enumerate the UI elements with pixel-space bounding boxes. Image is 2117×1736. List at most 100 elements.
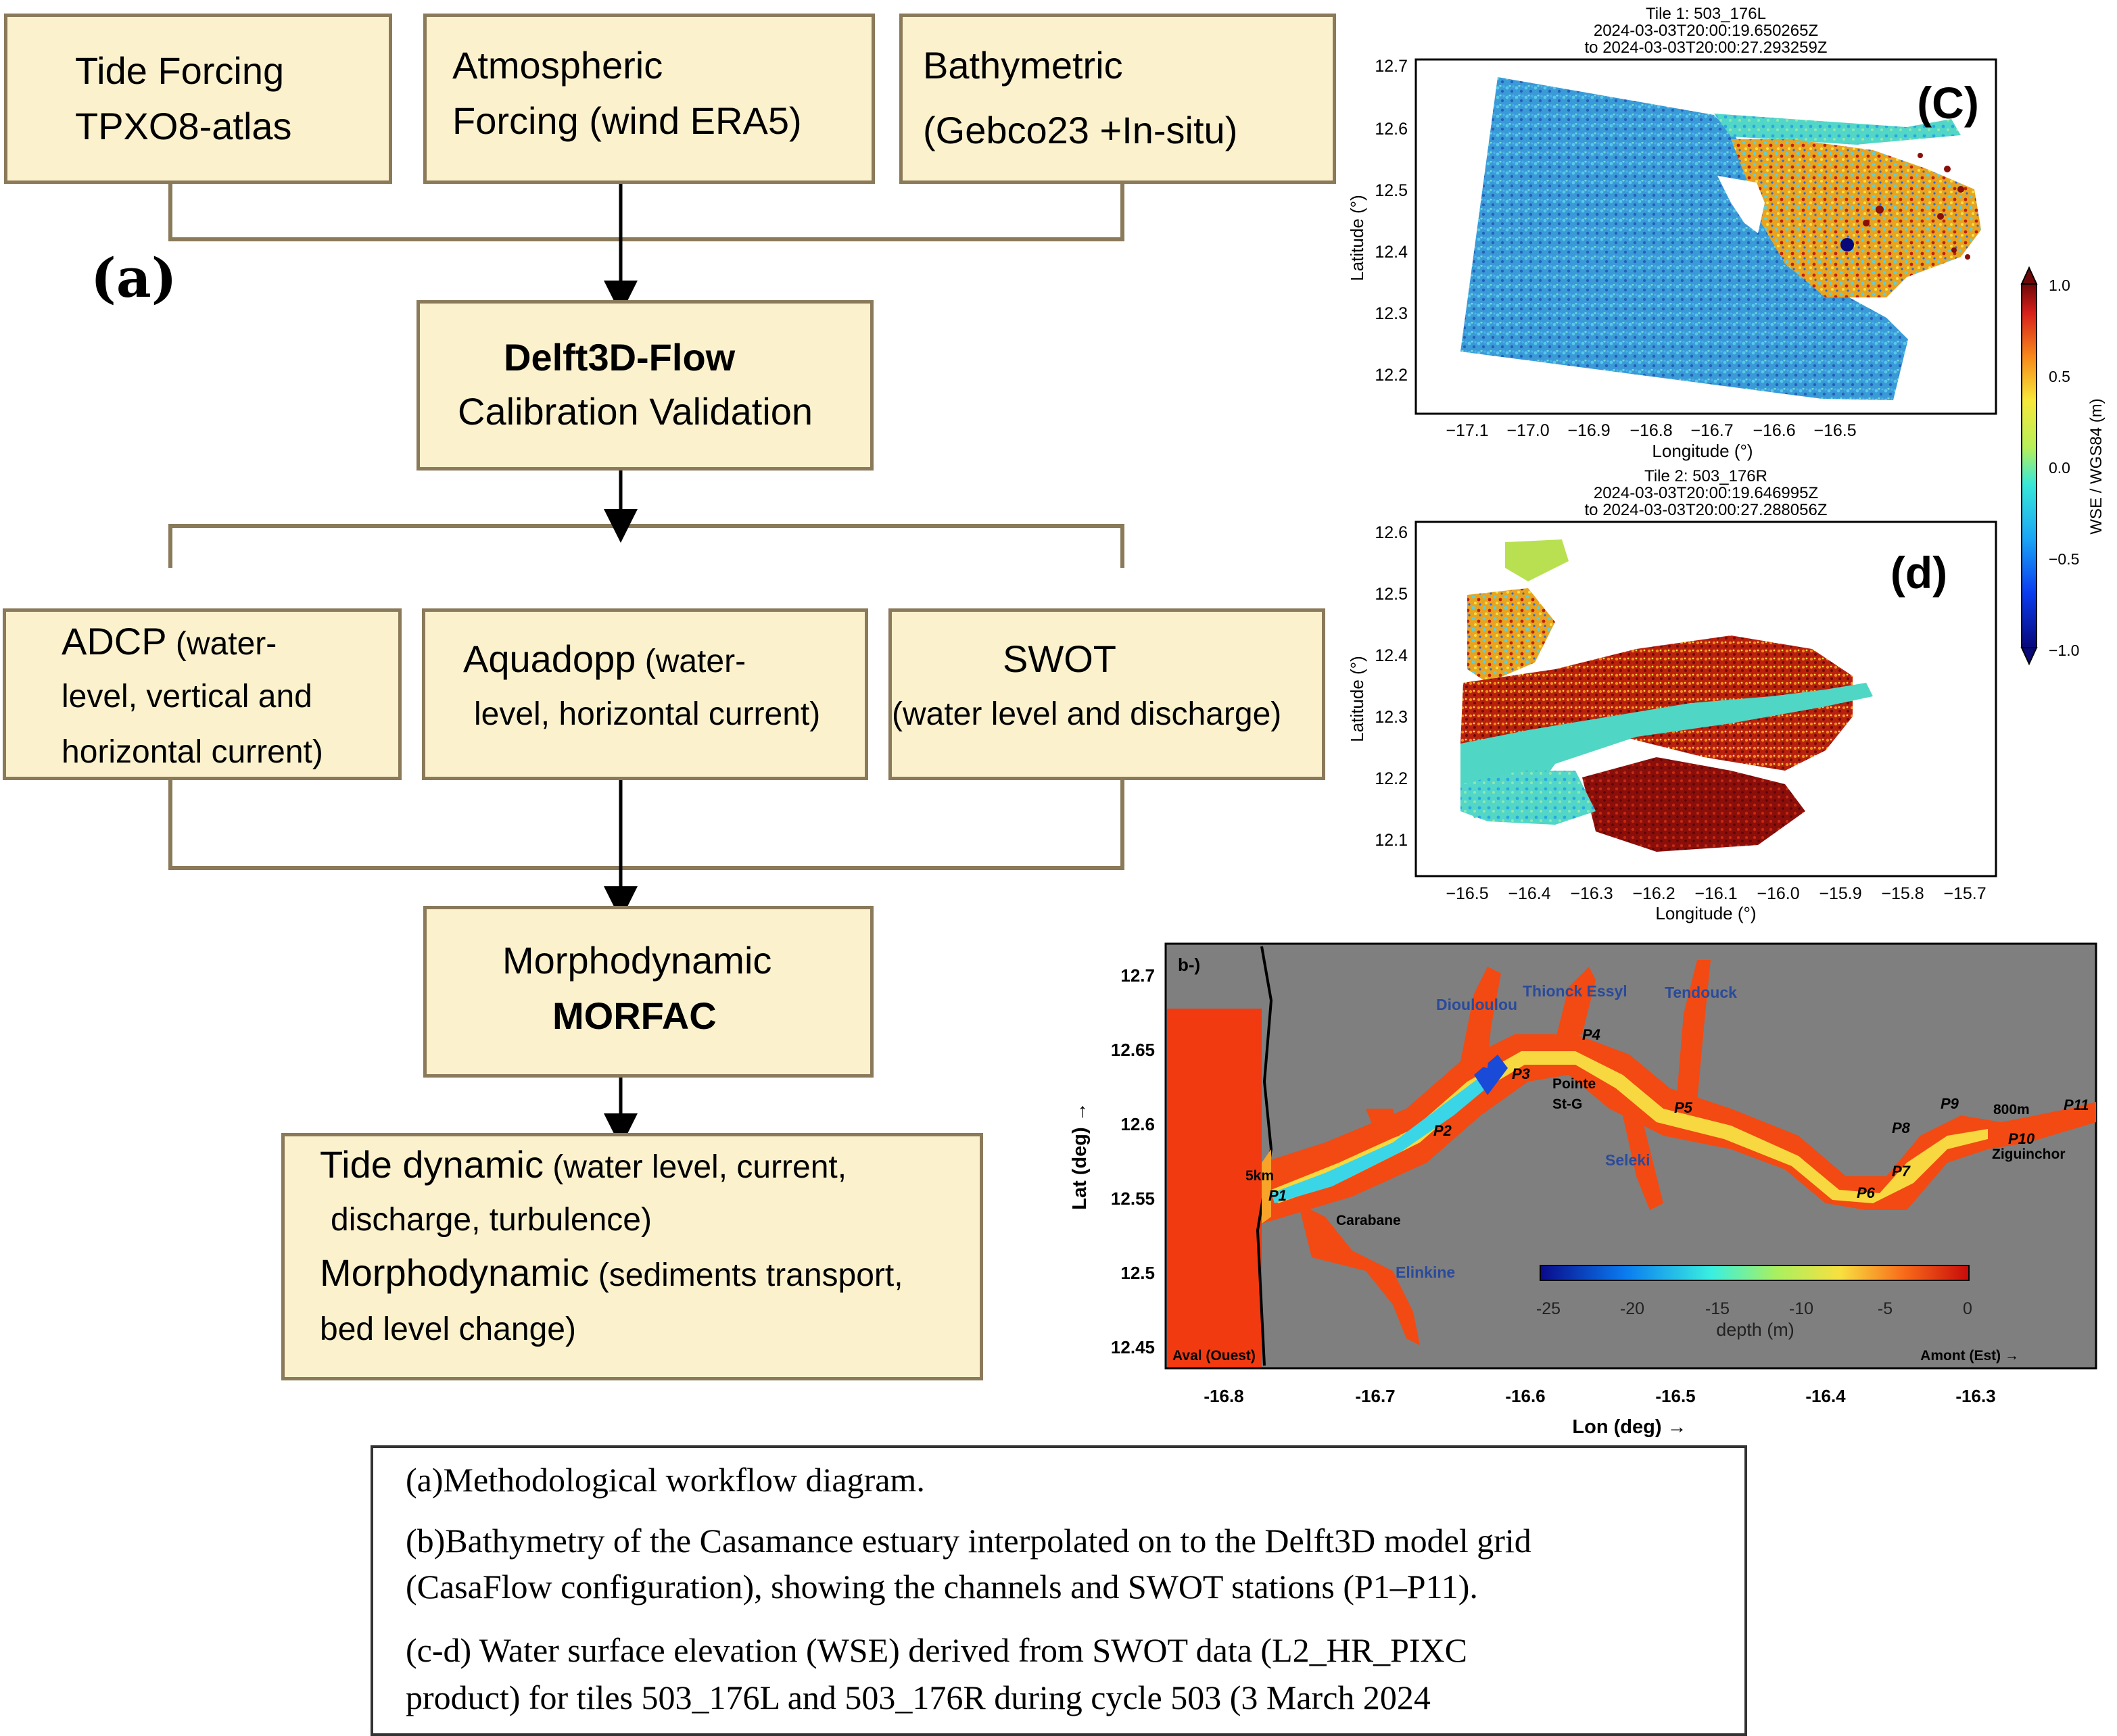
station-p5: P5 — [1674, 1099, 1693, 1116]
panel-c-ytick: 12.5 — [1375, 181, 1408, 200]
tile1-deep-spot — [1840, 238, 1854, 251]
panel-c-ytick: 12.3 — [1375, 304, 1408, 323]
place-elinkine: Elinkine — [1396, 1263, 1455, 1281]
aquadopp-title: Aquadopp — [463, 637, 636, 680]
morphodynamic-output-title: Morphodynamic — [320, 1251, 590, 1294]
aquadopp-desc-2: level, horizontal current) — [474, 696, 821, 732]
input-tide-forcing: Tide Forcing TPXO8-atlas — [4, 14, 392, 184]
panel-c-title-1: Tile 1: 503_176L — [1646, 5, 1766, 23]
tile2-mixed-zone — [1467, 588, 1555, 683]
ocean-shallow — [1262, 1149, 1271, 1224]
morph-title: Morphodynamic — [502, 939, 772, 982]
aval-label: Aval (Ouest) — [1172, 1348, 1256, 1364]
aquadopp-line1: Aquadopp (water- — [463, 632, 746, 689]
outputs-box: Tide dynamic (water level, current, disc… — [281, 1133, 983, 1380]
panel-c-ytick: 12.2 — [1375, 366, 1408, 385]
panel-b-ylabel: Lat (deg) → — [1069, 1102, 1091, 1210]
data-adcp-box: ADCP (water- level, vertical and horizon… — [3, 608, 402, 780]
depth-tick: -15 — [1705, 1299, 1730, 1318]
tile1-ocean-swath — [1460, 77, 1908, 400]
panel-d-xtick: −15.9 — [1819, 884, 1861, 903]
panel-c-xtick: −16.6 — [1753, 421, 1795, 440]
panel-b-ytick: 12.45 — [1111, 1337, 1155, 1357]
adcp-desc-2: level, vertical and — [62, 679, 312, 715]
panel-d-ytick: 12.2 — [1375, 769, 1408, 788]
panel-c-title-2: 2024-03-03T20:00:19.650265Z — [1594, 22, 1818, 40]
station-p8: P8 — [1892, 1119, 1911, 1136]
colorbar-tick: 1.0 — [2049, 276, 2070, 294]
place-st-g: St-G — [1552, 1096, 1582, 1112]
morphodynamic-output-desc-2: bed level change) — [320, 1311, 576, 1347]
morfac-label: MORFAC — [552, 994, 717, 1037]
place-tendouck: Tendouck — [1665, 984, 1737, 1001]
tile2-lower-channel — [1460, 771, 1596, 825]
bathymetric-source: (Gebco23 +In-situ) — [923, 109, 1238, 151]
adcp-desc-1: (water- — [166, 626, 277, 662]
panel-c-xtick: −17.0 — [1506, 421, 1549, 440]
panel-c-ytick: 12.7 — [1375, 57, 1408, 76]
panel-c-ytick: 12.4 — [1375, 243, 1408, 262]
amont-label: Amont (Est) → — [1920, 1348, 2019, 1364]
colorbar-tick: 0.0 — [2049, 459, 2070, 477]
tile2-northern-patch — [1505, 539, 1569, 581]
tile1-estuary-land — [1731, 139, 1981, 297]
data-aquadopp-box: Aquadopp (water- level, horizontal curre… — [422, 608, 868, 780]
tide-dynamic-desc-2: discharge, turbulence) — [331, 1202, 652, 1238]
input-bathymetric: Bathymetric (Gebco23 +In-situ) — [899, 14, 1336, 184]
panel-d-xtick: −15.7 — [1943, 884, 1986, 903]
adcp-desc-3: horizontal current) — [62, 734, 323, 770]
atmospheric-forcing-label: Atmospheric — [452, 44, 663, 87]
panel-d-ytick: 12.4 — [1375, 646, 1408, 665]
adcp-line1: ADCP (water- — [62, 614, 277, 671]
panel-b-map — [1164, 942, 2097, 1370]
bathymetric-label: Bathymetric — [923, 44, 1123, 87]
depth-tick: -25 — [1536, 1299, 1561, 1318]
panel-c-xtick: −16.7 — [1690, 421, 1733, 440]
station-p10: P10 — [2008, 1130, 2035, 1147]
panel-c-plot — [1414, 58, 1997, 415]
caption-line-b1: (b)Bathymetry of the Casamance estuary i… — [406, 1522, 1531, 1560]
station-p9: P9 — [1941, 1095, 1959, 1112]
caption-line-b2: (CasaFlow configuration), showing the ch… — [406, 1568, 1478, 1606]
depth-tick: -10 — [1789, 1299, 1813, 1318]
panel-b-xtick: -16.8 — [1204, 1386, 1243, 1406]
swot-title: SWOT — [1003, 637, 1116, 680]
scale-800m: 800m — [1993, 1102, 2030, 1117]
tile2-southern-land — [1582, 757, 1805, 852]
depth-tick: -20 — [1620, 1299, 1644, 1318]
panel-c-ytick: 12.6 — [1375, 120, 1408, 139]
panel-d-title-1: Tile 2: 503_176R — [1644, 467, 1767, 485]
tide-forcing-label: Tide Forcing — [75, 49, 285, 92]
delft3d-flow-title: Delft3D-Flow — [504, 336, 736, 379]
tide-dynamic-title: Tide dynamic — [320, 1143, 544, 1186]
panel-c-xlabel: Longitude (°) — [1652, 441, 1753, 461]
deep-channel — [1271, 1051, 1988, 1203]
panel-b-xtick: -16.4 — [1805, 1386, 1846, 1406]
panel-d-ylabel: Latitude (°) — [1347, 656, 1367, 742]
panel-c-label: (C) — [1917, 78, 1979, 128]
data-swot-box: SWOT (water level and discharge) — [888, 608, 1325, 780]
panel-b-label: b-) — [1178, 955, 1200, 975]
station-p7: P7 — [1892, 1163, 1911, 1180]
panel-d-xtick: −16.0 — [1757, 884, 1799, 903]
swot-stations: P1 P2 P3 P4 P5 P6 P7 P8 P9 P10 P11 — [1268, 1026, 2089, 1204]
panel-c-title-3: to 2024-03-03T20:00:27.293259Z — [1585, 39, 1828, 57]
input-atmospheric-forcing: Atmospheric Forcing (wind ERA5) — [423, 14, 875, 184]
panel-b-ytick: 12.6 — [1120, 1114, 1155, 1134]
panel-d-ytick: 12.1 — [1375, 831, 1408, 850]
panel-d-xtick: −16.4 — [1508, 884, 1550, 903]
tile1-land-white — [1717, 176, 1765, 233]
panel-b-xtick: -16.7 — [1355, 1386, 1395, 1406]
place-names-blue: Diouloulou Thionck Essyl Tendouck Seleki… — [1396, 982, 1737, 1281]
tributaries — [1298, 960, 1711, 1345]
output-line1: Tide dynamic (water level, current, — [320, 1138, 847, 1195]
place-diouloulou: Diouloulou — [1436, 996, 1517, 1013]
colorbar-tick: −1.0 — [2049, 642, 2079, 659]
panel-c-xtick: −16.9 — [1567, 421, 1610, 440]
panel-d-xlabel: Longitude (°) — [1655, 903, 1756, 923]
place-pointe: Pointe — [1552, 1076, 1596, 1092]
caption-line-cd1: (c-d) Water surface elevation (WSE) deri… — [406, 1631, 1467, 1669]
depth-colorbar: -25 -20 -15 -10 -5 0 depth (m) — [1536, 1265, 1972, 1340]
morphodynamic-output-desc: (sediments transport, — [589, 1257, 903, 1293]
colorbar-label: WSE / WGS84 (m) — [2087, 398, 2106, 534]
